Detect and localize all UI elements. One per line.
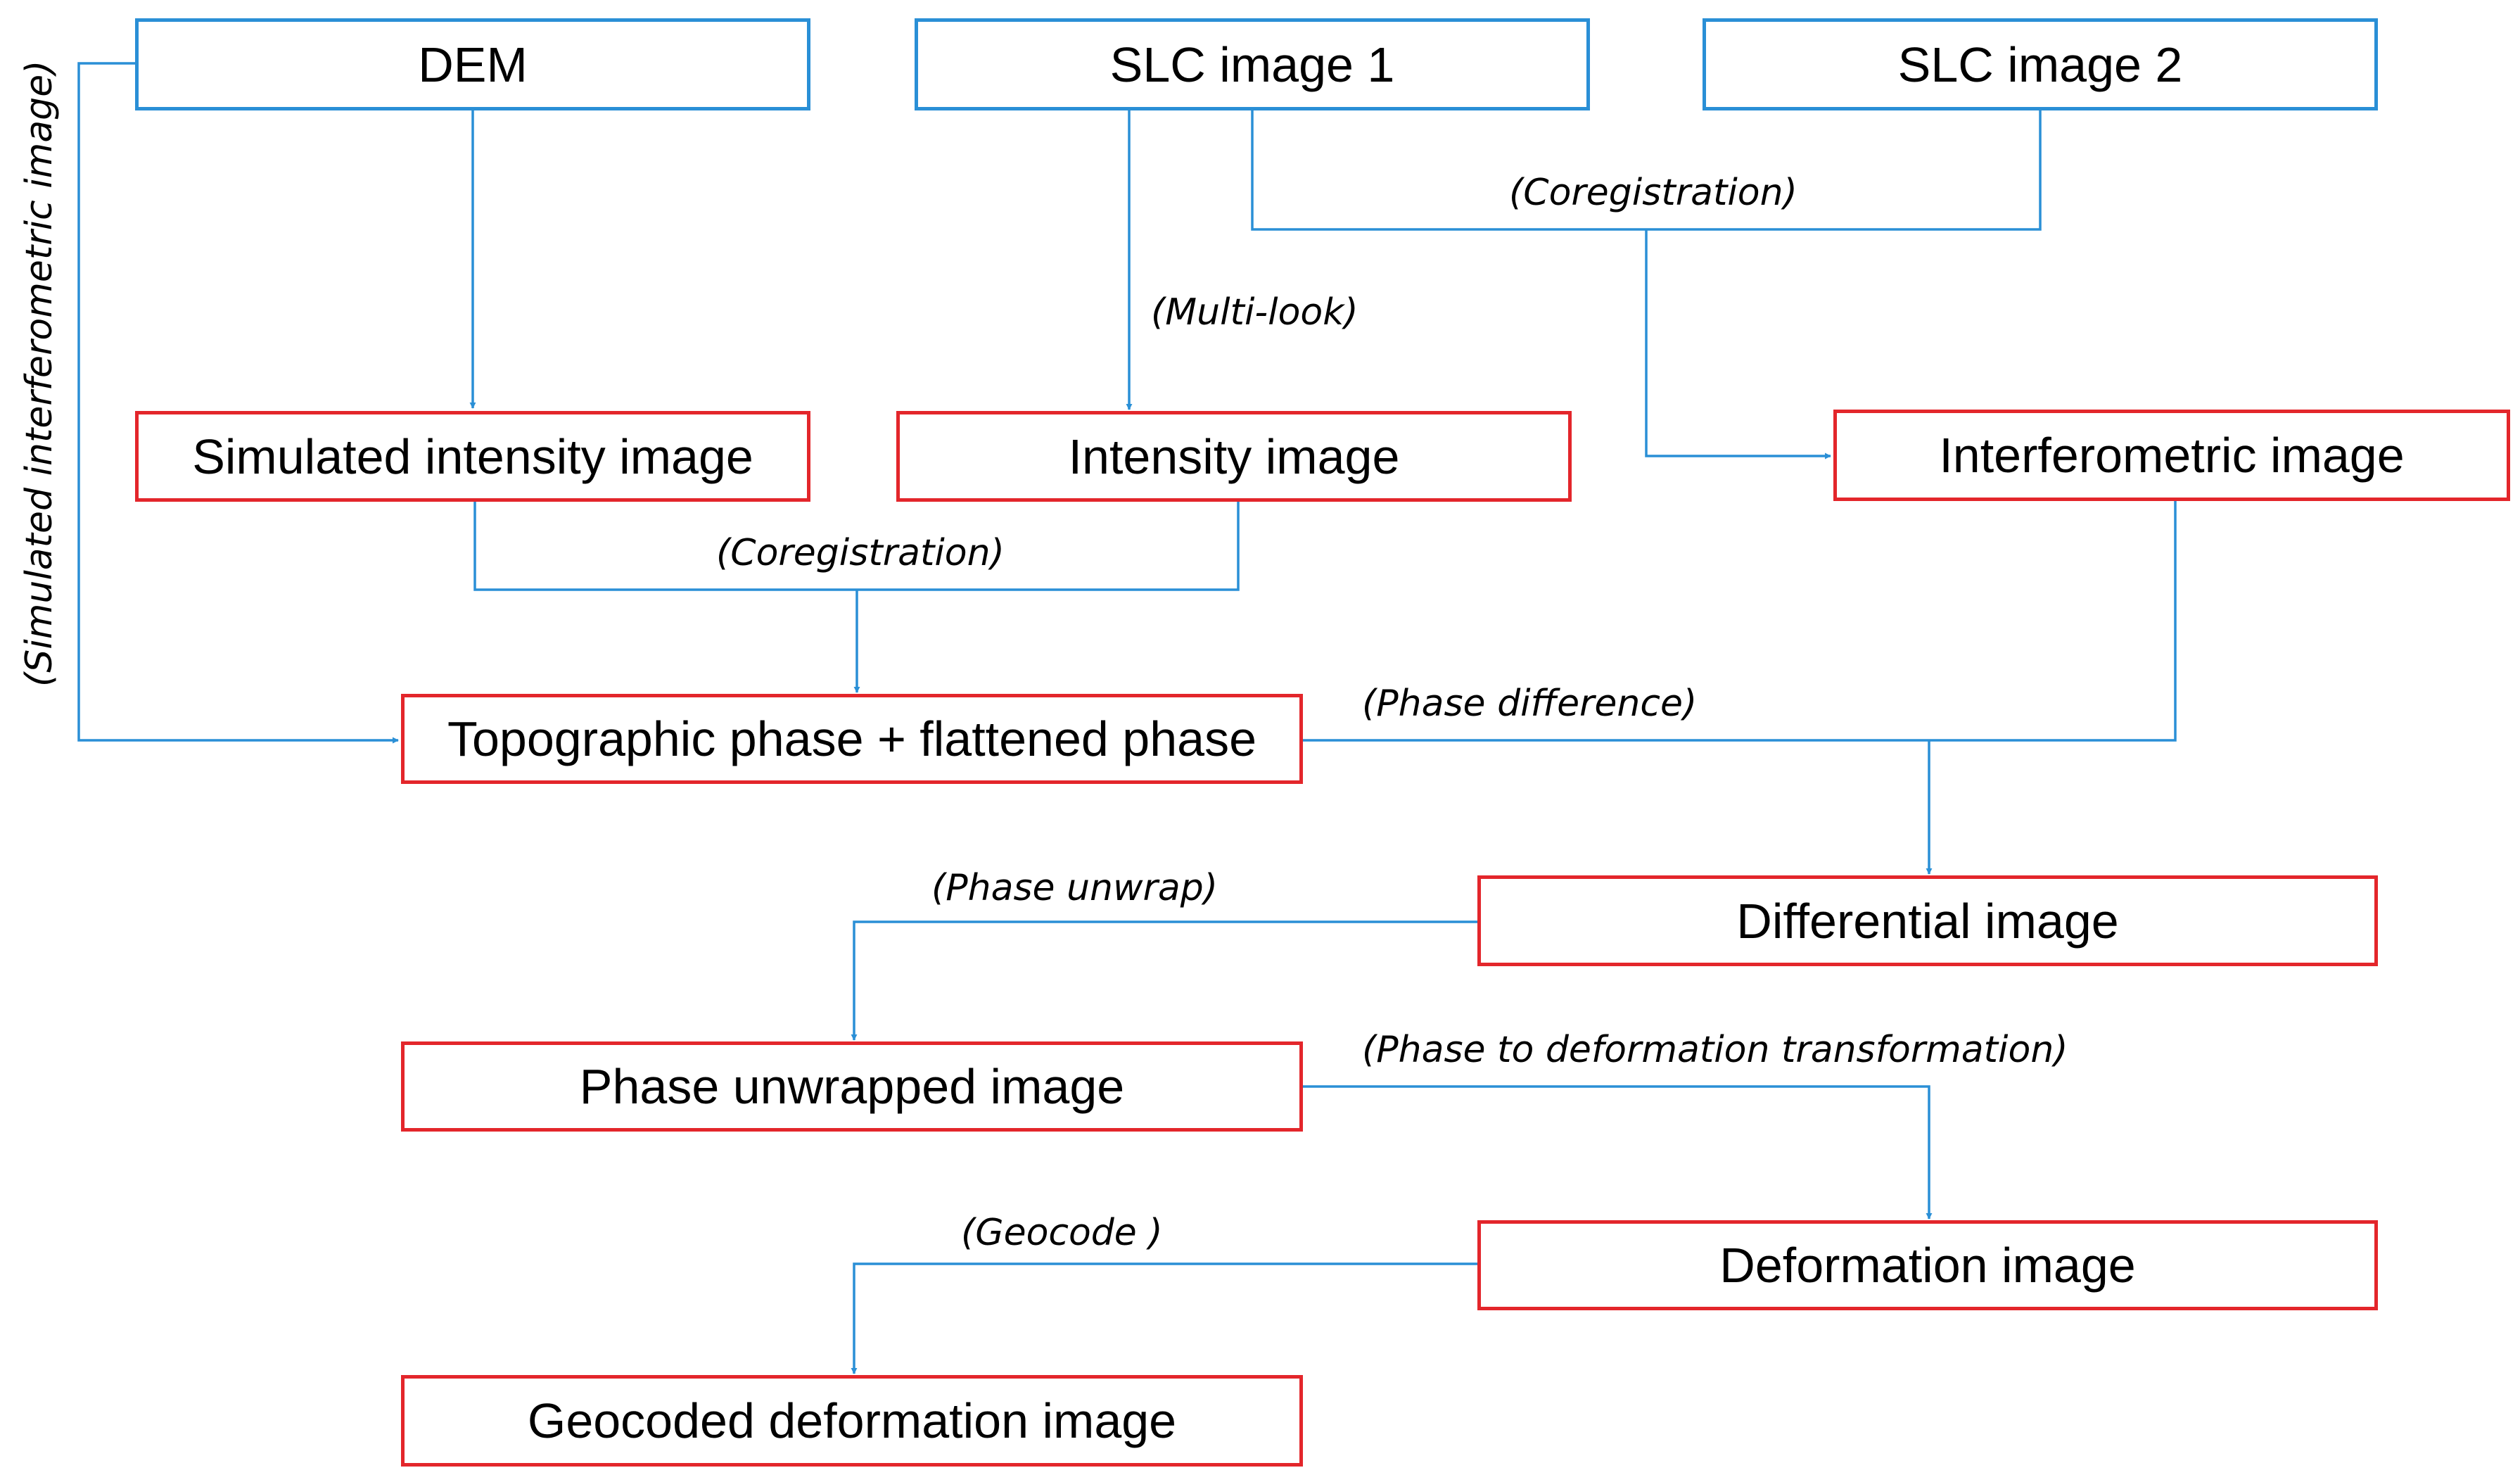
edge-label-phase-to-deformation: (Phase to deformation transformation) [1362,1029,2068,1071]
intensity-image-box: Intensity image [896,411,1572,502]
edge-label-geocode: (Geocode ) [961,1212,1163,1254]
geocoded-deformation-image-label: Geocoded deformation image [527,1393,1177,1448]
simulated-intensity-image-box: Simulated intensity image [135,411,810,502]
topographic-phase-box: Topographic phase + flattened phase [401,694,1303,784]
topographic-phase-label: Topographic phase + flattened phase [447,711,1257,766]
interferometric-image-box: Interferometric image [1833,410,2510,501]
simulated-intensity-image-label: Simulated intensity image [192,429,753,484]
differential-image-label: Differential image [1736,893,2119,949]
edge-label-coregistration-top: (Coregistration) [1509,172,1797,214]
slc-image-2-box: SLC image 2 [1703,18,2378,110]
slc-image-2-label: SLC image 2 [1897,37,2183,92]
deformation-image-label: Deformation image [1719,1238,2136,1293]
edge-deformation-to-geocoded [851,1262,1477,1374]
slc-image-1-label: SLC image 1 [1109,37,1395,92]
geocoded-deformation-image-box: Geocoded deformation image [401,1375,1303,1467]
phase-unwrapped-image-box: Phase unwrapped image [401,1041,1303,1132]
differential-image-box: Differential image [1477,875,2378,966]
edge-phase-unwrapped-to-deformation [1303,1085,1933,1220]
edge-differential-to-phase-unwrapped [851,920,1477,1041]
interferometric-image-label: Interferometric image [1939,428,2405,483]
edge-topographic-to-junction [1303,501,2177,742]
edge-label-coregistration-mid: (Coregistration) [716,532,1005,574]
edge-label-phase-unwrap: (Phase unwrap) [931,867,1218,909]
edge-label-phase-difference: (Phase difference) [1362,683,1698,725]
dem-box: DEM [135,18,810,110]
phase-unwrapped-image-label: Phase unwrapped image [579,1059,1125,1114]
deformation-image-box: Deformation image [1477,1220,2378,1310]
intensity-image-label: Intensity image [1068,429,1400,484]
edge-coregistration-to-interferometric [1645,229,1831,460]
edge-label-simulated-interferometric: (Simulated interferometric image) [18,60,61,687]
slc-image-1-box: SLC image 1 [915,18,1590,110]
dem-label: DEM [418,37,528,92]
edge-label-multi-look: (Multi-look) [1151,291,1358,334]
edge-dem-to-topographic [77,62,399,744]
